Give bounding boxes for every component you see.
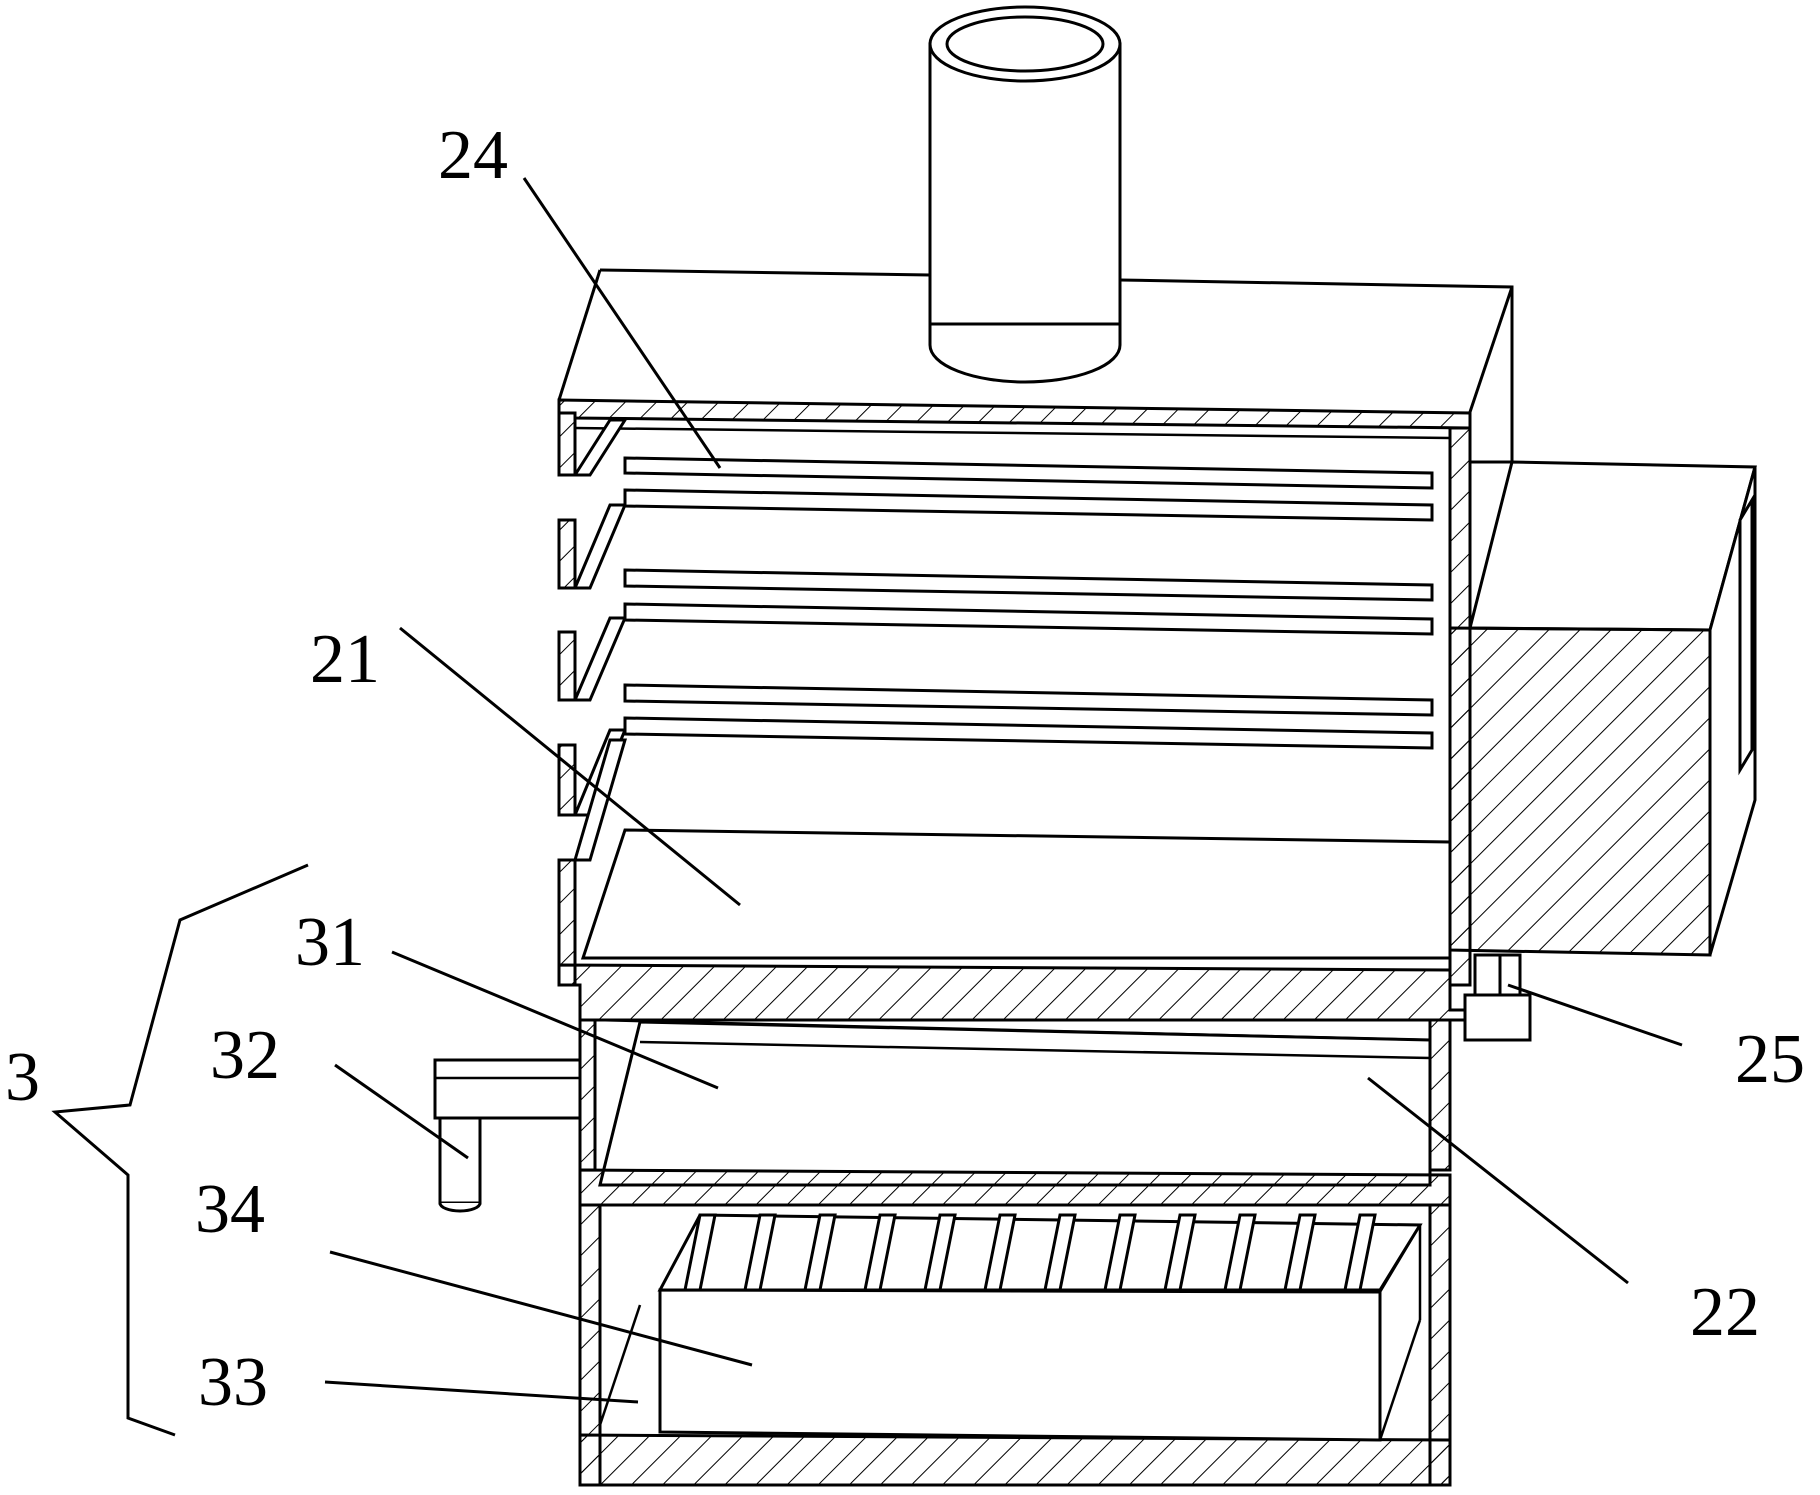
label-25: 25 [1735,1021,1805,1098]
label-22: 22 [1690,1274,1760,1351]
upper-chamber [557,411,1492,1022]
group-bracket [51,863,309,1437]
valve-25 [1463,953,1532,1042]
rails [623,456,1434,750]
exhaust-pipe [928,5,1122,384]
label-34: 34 [195,1171,265,1248]
faucet-32 [433,1058,582,1213]
leader-lines [324,177,1683,1404]
middle-chamber [578,1018,1452,1207]
lower-chamber [578,1203,1452,1487]
label-3: 3 [5,1039,40,1116]
heater-box [1448,287,1757,957]
label-31: 31 [295,904,365,981]
label-33: 33 [198,1344,268,1421]
label-21: 21 [310,621,380,698]
label-32: 32 [210,1017,280,1094]
label-24: 24 [438,117,508,194]
grate [657,1213,1423,1292]
